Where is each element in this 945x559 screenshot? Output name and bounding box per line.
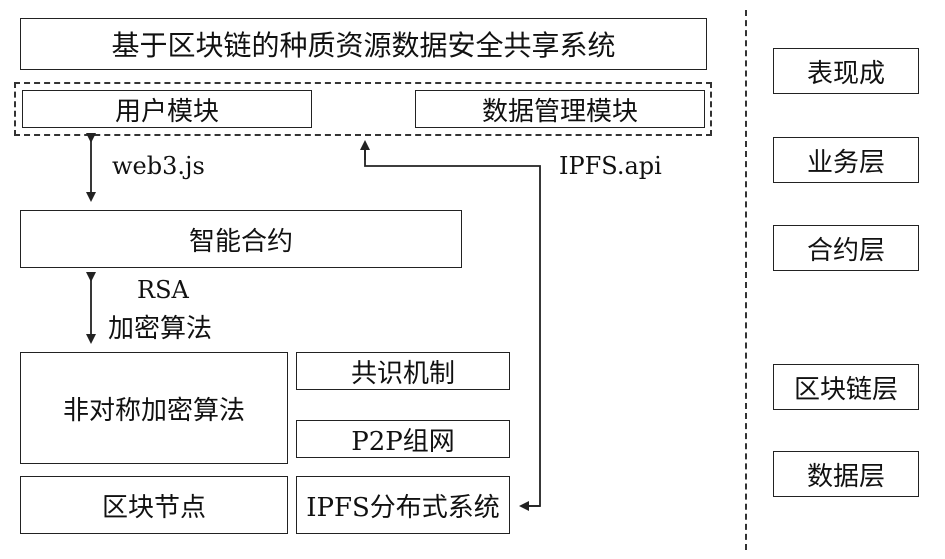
layer-data: 数据层 (773, 451, 919, 497)
layer-business-label: 业务层 (806, 147, 885, 178)
layer-blockchain-label: 区块链层 (793, 374, 898, 405)
layer-contract: 合约层 (773, 225, 919, 271)
layer-presentation: 表现成 (773, 48, 919, 94)
ipfs-api-arrow (364, 146, 541, 507)
asymmetric-encryption-box: 非对称加密算法 (20, 352, 288, 464)
layer-separator (745, 10, 747, 550)
block-node-label: 区块节点 (101, 492, 206, 523)
layer-contract-label: 合约层 (806, 235, 885, 266)
p2p-box: P2P组网 (296, 420, 510, 458)
ipfs-system-box: IPFS分布式系统 (296, 476, 510, 534)
data-management-module-box: 数据管理模块 (415, 90, 705, 128)
asymmetric-encryption-label: 非对称加密算法 (62, 395, 245, 426)
smart-contract-box: 智能合约 (20, 210, 462, 268)
user-module-label: 用户模块 (114, 96, 219, 127)
data-management-module-label: 数据管理模块 (481, 96, 638, 127)
system-title-box: 基于区块链的种质资源数据安全共享系统 (20, 18, 707, 70)
ipfs-api-label: IPFS.api (559, 152, 662, 180)
web3-label: web3.js (112, 152, 205, 180)
rsa-algorithm-label: 加密算法 (108, 314, 213, 344)
consensus-box: 共识机制 (296, 352, 510, 390)
layer-data-label: 数据层 (806, 461, 885, 492)
p2p-label: P2P组网 (351, 426, 455, 457)
user-module-box: 用户模块 (22, 90, 312, 128)
rsa-label: RSA (137, 276, 189, 304)
layer-blockchain: 区块链层 (773, 364, 919, 410)
layer-business: 业务层 (773, 137, 919, 183)
block-node-box: 区块节点 (20, 476, 288, 534)
ipfs-system-label: IPFS分布式系统 (306, 492, 500, 523)
smart-contract-label: 智能合约 (188, 226, 293, 257)
consensus-label: 共识机制 (350, 358, 455, 389)
system-title: 基于区块链的种质资源数据安全共享系统 (111, 29, 616, 62)
presentation-group (14, 82, 712, 136)
layer-presentation-label: 表现成 (806, 58, 885, 89)
